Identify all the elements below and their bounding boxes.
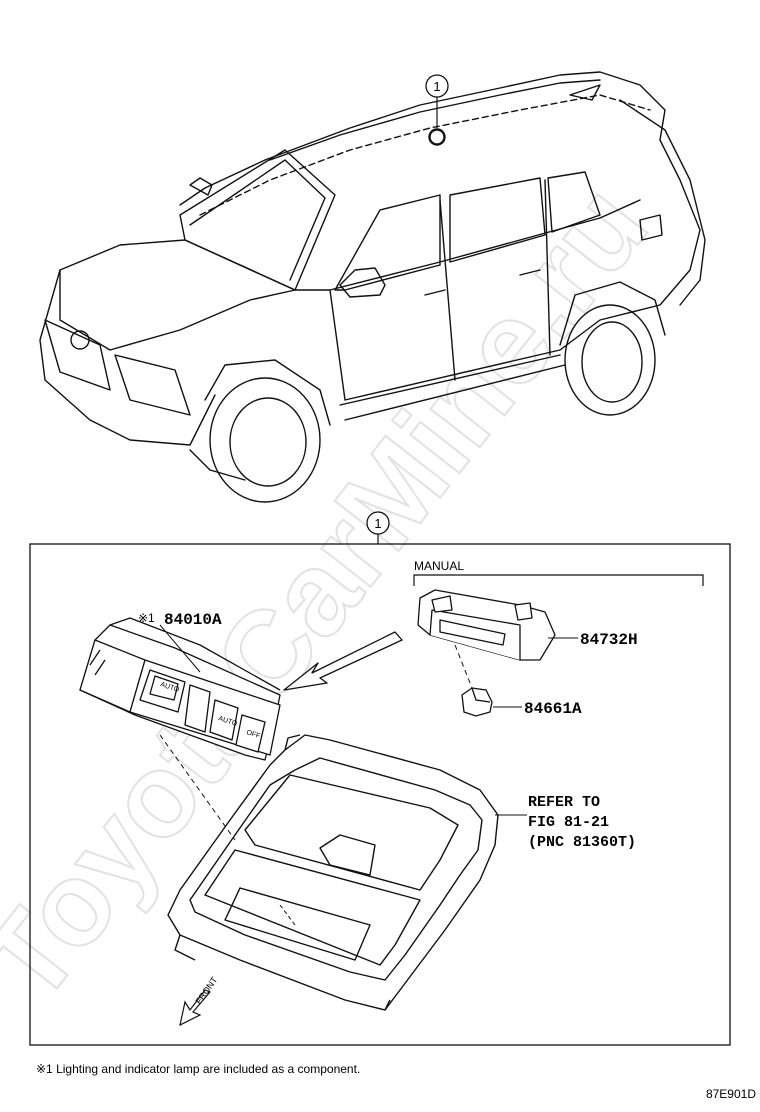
vehicle-illustration <box>39 71 706 503</box>
dash-bulb <box>454 644 473 689</box>
section-label-manual: MANUAL <box>414 559 464 573</box>
part-number-84010A: 84010A <box>164 611 222 629</box>
refer-line1: REFER TO <box>528 794 600 811</box>
part-number-84661A: 84661A <box>524 700 582 718</box>
switch-label-off: OFF <box>245 729 260 740</box>
callout-top-number: 1 <box>433 79 440 94</box>
footnote: ※1 Lighting and indicator lamp are inclu… <box>36 1062 360 1076</box>
lamp-holder <box>417 589 556 661</box>
callout-box-number: 1 <box>374 516 381 531</box>
dash-lamp <box>279 904 296 926</box>
refer-line3: (PNC 81360T) <box>528 834 636 851</box>
box-callout: 1 <box>366 511 390 544</box>
watermark: ToyotaCarMine.ru <box>0 161 673 1026</box>
console-bezel <box>167 734 499 1011</box>
leader-84010A <box>159 624 201 673</box>
front-label: FRONT <box>193 975 219 1007</box>
control-switch-assembly <box>79 617 281 761</box>
manual-bracket <box>413 574 704 586</box>
front-indicator: FRONT <box>179 975 220 1027</box>
part-prefix-84010A: ※1 <box>138 611 155 625</box>
part-number-84732H: 84732H <box>580 631 638 649</box>
detail-frame <box>29 543 731 1046</box>
refer-line2: FIG 81-21 <box>528 814 609 831</box>
figure-code: 87E901D <box>706 1087 756 1101</box>
install-arrow <box>283 631 403 691</box>
bulb <box>461 687 493 717</box>
callout-top: 1 <box>425 74 449 146</box>
dash-console <box>159 734 236 841</box>
